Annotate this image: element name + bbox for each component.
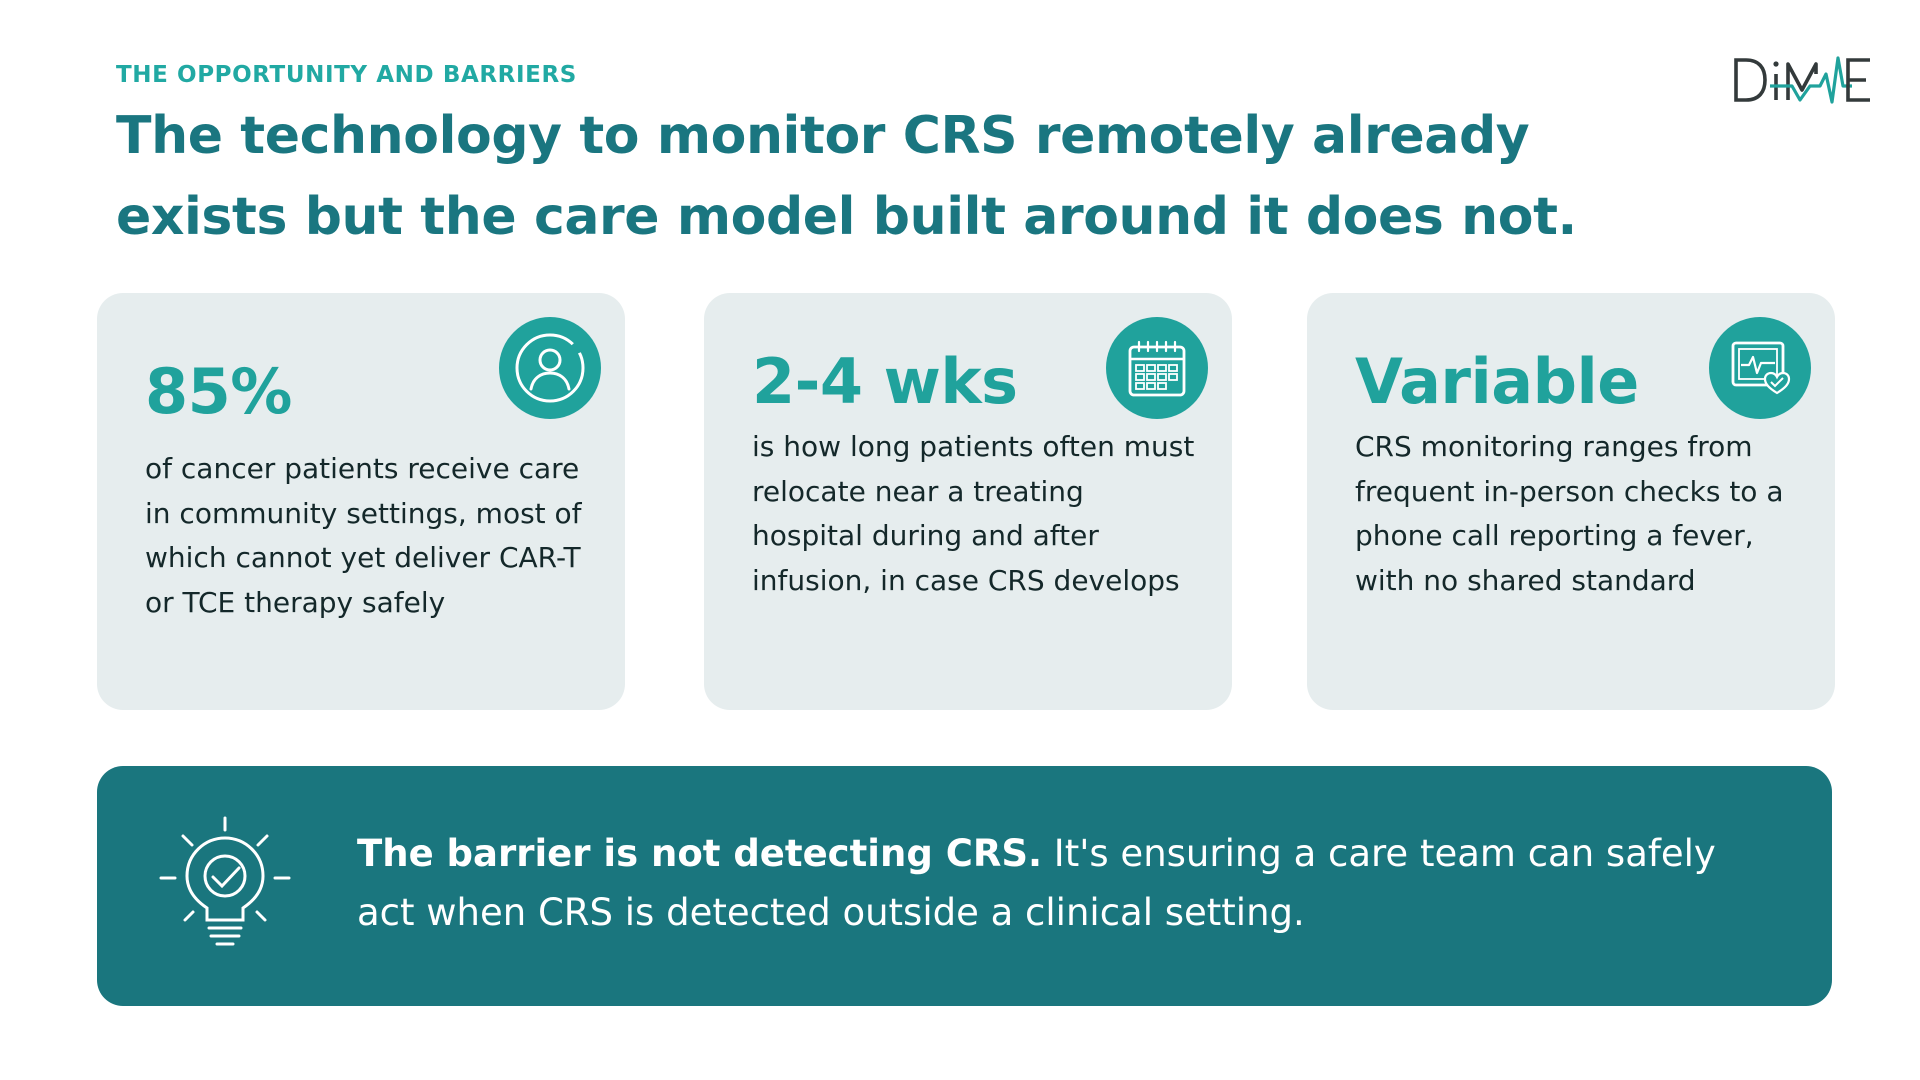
stat-description: is how long patients often must relocate…: [752, 430, 1195, 597]
stat-card-community-care: 85% of cancer patients receive care in c…: [97, 293, 625, 710]
stat-card-relocation: 2-4 wks is how long patients often must …: [704, 293, 1232, 710]
stat-value: Variable: [1355, 345, 1639, 418]
dime-logo: [1732, 54, 1874, 112]
stat-value: 2-4 wks: [752, 345, 1018, 418]
person-icon: [499, 317, 601, 419]
stat-description: of cancer patients receive care in commu…: [145, 452, 582, 619]
calendar-icon: [1106, 317, 1208, 419]
section-eyebrow: THE OPPORTUNITY AND BARRIERS: [116, 62, 577, 88]
stat-description: CRS monitoring ranges from frequent in-p…: [1355, 430, 1784, 597]
stat-card-monitoring: Variable CRS monitoring ranges from freq…: [1307, 293, 1835, 710]
insight-text: The barrier is not detecting CRS. It's e…: [357, 824, 1777, 942]
key-insight-banner: The barrier is not detecting CRS. It's e…: [97, 766, 1832, 1006]
insight-bold: The barrier is not detecting CRS.: [357, 832, 1043, 875]
page-title: The technology to monitor CRS remotely a…: [116, 106, 1577, 247]
stat-value: 85%: [145, 355, 292, 428]
lightbulb-check-icon: [155, 816, 295, 956]
insight-rest: It's ensuring a care team can safely act…: [357, 832, 1716, 934]
dime-logo-icon: [1734, 56, 1870, 104]
heart-monitor-icon: [1709, 317, 1811, 419]
